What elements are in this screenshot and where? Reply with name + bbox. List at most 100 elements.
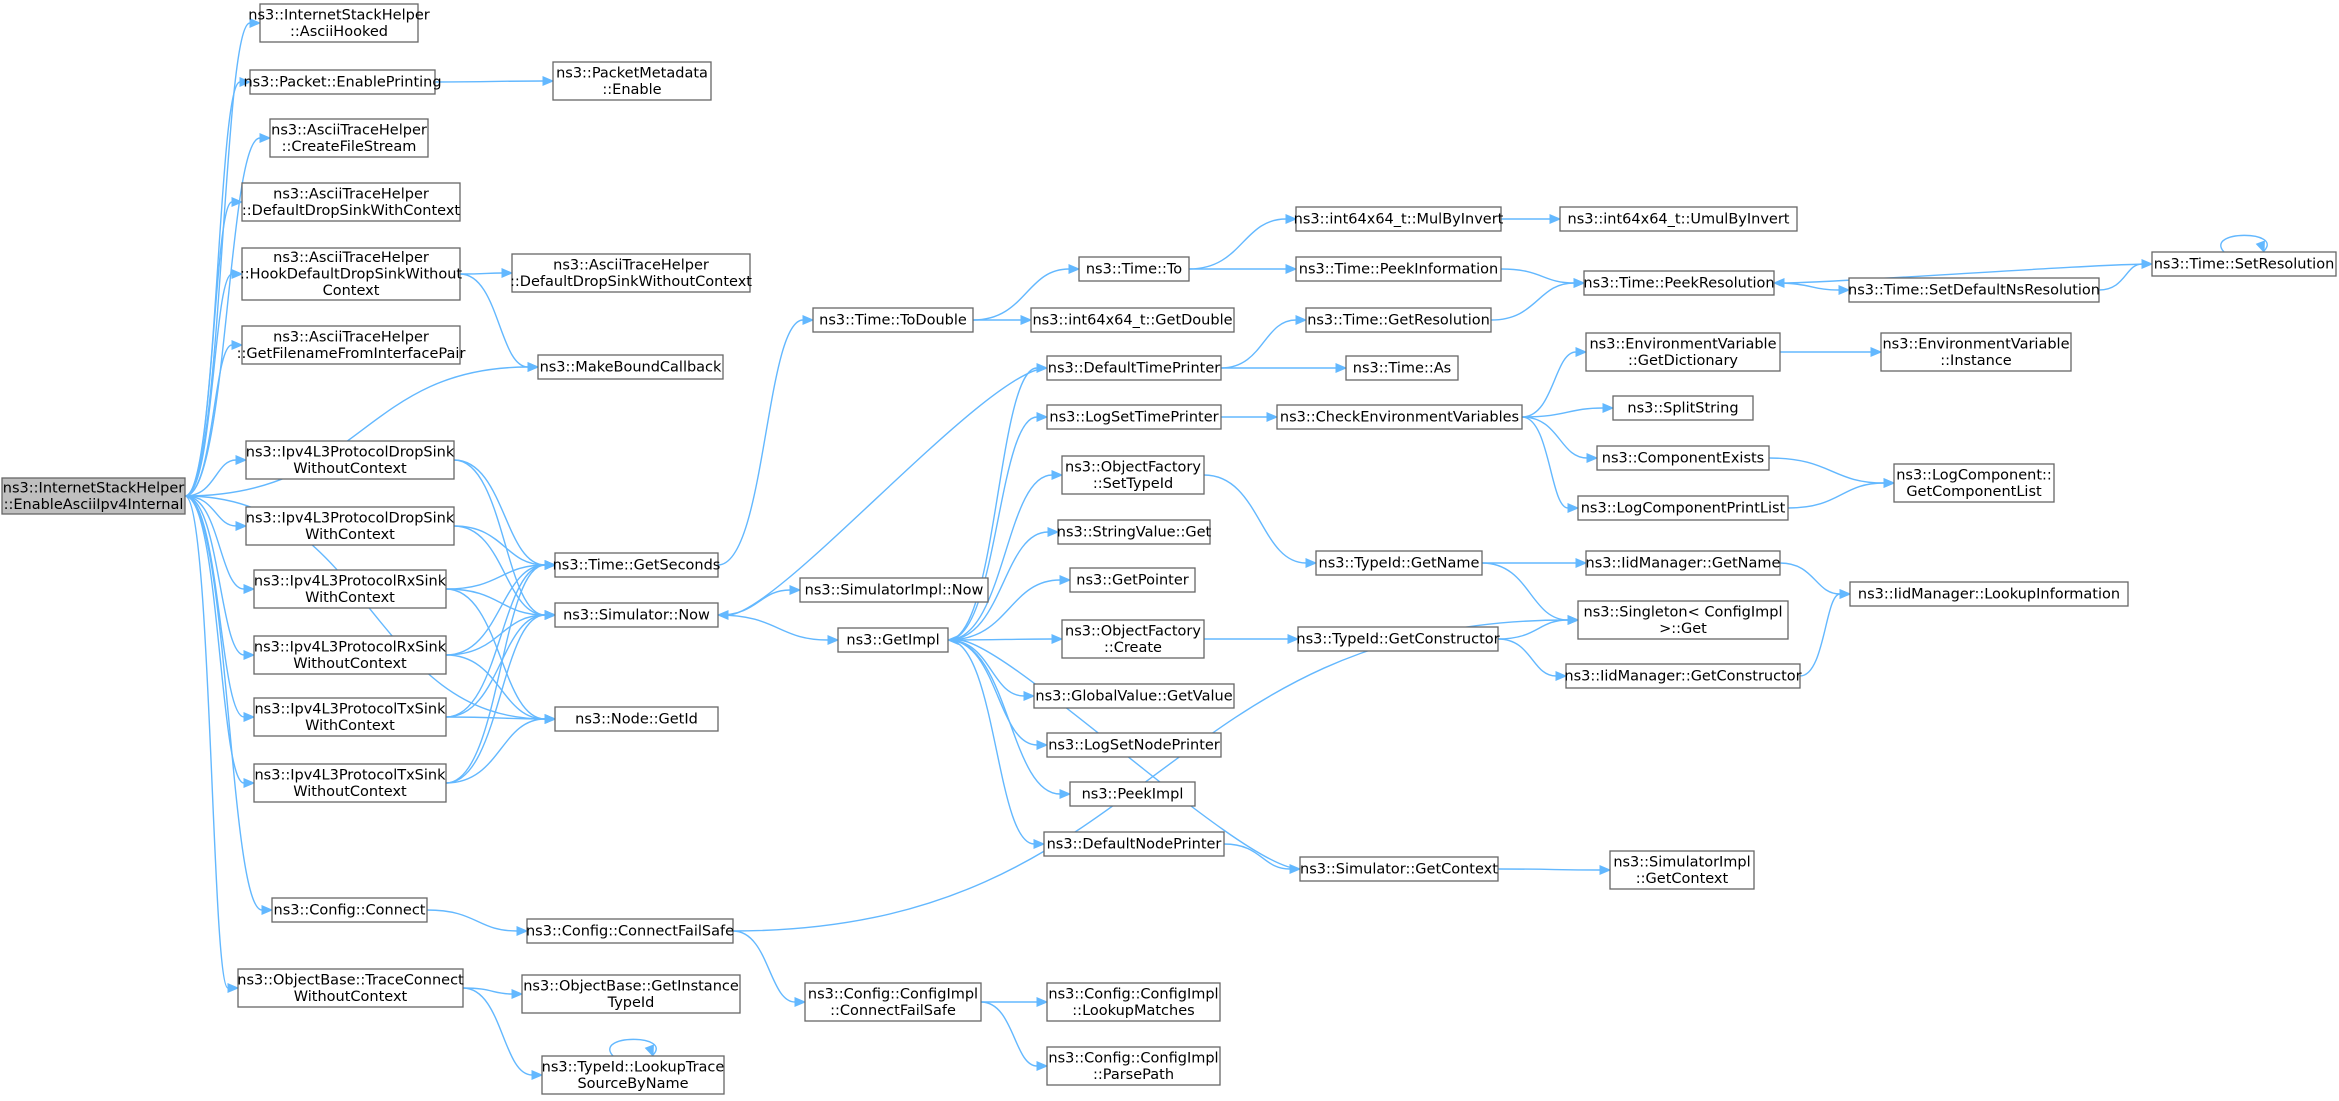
node-i64-umulbyinvert[interactable]: ns3::int64x64_t::UmulByInvert bbox=[1559, 206, 1798, 232]
edge-default_node_printer-to-sim_getcontext bbox=[1223, 843, 1302, 874]
node-box bbox=[237, 968, 464, 1008]
edge-root-to-trace_connect bbox=[184, 495, 240, 993]
node-getimpl[interactable]: ns3::GetImpl bbox=[837, 627, 949, 653]
node-time-to[interactable]: ns3::Time::To bbox=[1078, 256, 1190, 282]
node-box bbox=[1046, 404, 1222, 430]
node-label-line: ns3::MakeBoundCallback bbox=[540, 360, 722, 376]
node-objfactory-settid[interactable]: ns3::ObjectFactory::SetTypeId bbox=[1061, 455, 1205, 495]
node-label-line: ns3::AsciiTraceHelper bbox=[553, 257, 709, 273]
node-label-line: WithoutContext bbox=[293, 656, 407, 672]
edge-i64_mulbyinvert-to-i64_umulbyinvert bbox=[1500, 214, 1562, 224]
node-sim-now[interactable]: ns3::Simulator::Now bbox=[554, 602, 719, 628]
node-label-line: ns3::GetPointer bbox=[1076, 573, 1189, 589]
node-label-line: ::ParsePath bbox=[1093, 1067, 1174, 1083]
node-typeid-getctor[interactable]: ns3::TypeId::GetConstructor bbox=[1296, 626, 1500, 652]
node-globalvalue-getvalue[interactable]: ns3::GlobalValue::GetValue bbox=[1033, 683, 1235, 709]
node-log-set-time-printer[interactable]: ns3::LogSetTimePrinter bbox=[1046, 404, 1222, 430]
node-label-line: ns3::Ipv4L3ProtocolRxSink bbox=[254, 573, 447, 589]
node-label-line: ns3::Time::SetResolution bbox=[2154, 257, 2335, 273]
edge-root-to-ipv4_drop_noctx bbox=[184, 455, 248, 497]
node-iid-getname[interactable]: ns3::IidManager::GetName bbox=[1585, 550, 1781, 576]
node-pmeta-enable[interactable]: ns3::PacketMetadata::Enable bbox=[552, 61, 712, 101]
edge-getimpl-to-peekimpl bbox=[947, 639, 1072, 799]
node-box bbox=[804, 982, 982, 1022]
node-ipv4-drop-noctx[interactable]: ns3::Ipv4L3ProtocolDropSinkWithoutContex… bbox=[245, 440, 455, 480]
node-simimpl-now[interactable]: ns3::SimulatorImpl::Now bbox=[799, 577, 989, 603]
node-box bbox=[1893, 463, 2055, 503]
node-logcomp-getlist[interactable]: ns3::LogComponent::GetComponentList bbox=[1893, 463, 2055, 503]
node-box bbox=[2151, 251, 2337, 277]
node-box bbox=[1577, 600, 1789, 640]
node-default-drop-noctx[interactable]: ns3::AsciiTraceHelper::DefaultDropSinkWi… bbox=[510, 253, 752, 293]
node-time-getres[interactable]: ns3::Time::GetResolution bbox=[1305, 307, 1492, 333]
node-i64-getdouble[interactable]: ns3::int64x64_t::GetDouble bbox=[1030, 307, 1235, 333]
node-ascii-hooked[interactable]: ns3::InternetStackHelper::AsciiHooked bbox=[248, 3, 430, 43]
node-box bbox=[1078, 256, 1190, 282]
edge-typeid_getctor-to-singleton_get bbox=[1497, 615, 1580, 640]
node-hook-default-drop[interactable]: ns3::AsciiTraceHelper::HookDefaultDropSi… bbox=[240, 247, 462, 301]
node-node-getid[interactable]: ns3::Node::GetId bbox=[554, 706, 719, 732]
node-filename[interactable]: ns3::AsciiTraceHelper::GetFilenameFromIn… bbox=[237, 325, 466, 365]
node-default-node-printer[interactable]: ns3::DefaultNodePrinter bbox=[1043, 831, 1225, 857]
node-trace-connect[interactable]: ns3::ObjectBase::TraceConnectWithoutCont… bbox=[237, 968, 464, 1008]
node-time-as[interactable]: ns3::Time::As bbox=[1345, 355, 1459, 381]
node-label-line: ns3::int64x64_t::MulByInvert bbox=[1294, 212, 1504, 228]
node-time-setdefaultns[interactable]: ns3::Time::SetDefaultNsResolution bbox=[1848, 277, 2100, 303]
node-label-line: WithContext bbox=[305, 590, 395, 606]
edge-root-to-ipv4_rx_ctx bbox=[184, 495, 256, 594]
edge-getimpl-to-default_node_printer bbox=[947, 639, 1046, 849]
edge-getimpl-to-stringvalue_get bbox=[947, 527, 1060, 641]
node-label-line: ns3::Time::As bbox=[1353, 361, 1451, 377]
node-i64-mulbyinvert[interactable]: ns3::int64x64_t::MulByInvert bbox=[1294, 206, 1504, 232]
node-label-line: ns3::Ipv4L3ProtocolDropSink bbox=[246, 444, 455, 460]
node-label-line: ns3::LogSetTimePrinter bbox=[1049, 410, 1218, 426]
node-peekimpl[interactable]: ns3::PeekImpl bbox=[1069, 781, 1196, 807]
edge-ipv4_rx_noctx-to-sim_now bbox=[445, 610, 557, 656]
node-time-setres[interactable]: ns3::Time::SetResolution bbox=[2151, 251, 2337, 277]
node-iid-lookupinfo[interactable]: ns3::IidManager::LookupInformation bbox=[1849, 581, 2129, 607]
node-box bbox=[1295, 206, 1502, 232]
node-make-bound[interactable]: ns3::MakeBoundCallback bbox=[537, 354, 724, 380]
node-objfactory-create[interactable]: ns3::ObjectFactory::Create bbox=[1061, 619, 1205, 659]
node-cfgimpl-cfs[interactable]: ns3::Config::ConfigImpl::ConnectFailSafe bbox=[804, 982, 982, 1022]
node-env-getdict[interactable]: ns3::EnvironmentVariable::GetDictionary bbox=[1585, 332, 1781, 372]
node-singleton-get[interactable]: ns3::Singleton< ConfigImpl>::Get bbox=[1577, 600, 1789, 640]
node-cfgimpl-parse[interactable]: ns3::Config::ConfigImpl::ParsePath bbox=[1046, 1046, 1221, 1086]
node-default-time-printer[interactable]: ns3::DefaultTimePrinter bbox=[1046, 355, 1222, 381]
node-label-line: ::HookDefaultDropSinkWithout bbox=[240, 267, 462, 283]
node-iid-getctor[interactable]: ns3::IidManager::GetConstructor bbox=[1564, 663, 1802, 689]
edge-hook_default_drop-to-make_bound bbox=[459, 273, 540, 372]
node-typeid-getname[interactable]: ns3::TypeId::GetName bbox=[1315, 550, 1483, 576]
node-simimpl-getcontext[interactable]: ns3::SimulatorImpl::GetContext bbox=[1609, 850, 1755, 890]
node-env-instance[interactable]: ns3::EnvironmentVariable::Instance bbox=[1880, 332, 2072, 372]
node-getpointer[interactable]: ns3::GetPointer bbox=[1069, 567, 1196, 593]
node-default-drop-ctx[interactable]: ns3::AsciiTraceHelper::DefaultDropSinkWi… bbox=[241, 182, 461, 222]
node-time-peekinfo[interactable]: ns3::Time::PeekInformation bbox=[1295, 256, 1502, 282]
node-packet-enable[interactable]: ns3::Packet::EnablePrinting bbox=[243, 69, 442, 95]
node-root[interactable]: ns3::InternetStackHelper::EnableAsciiIpv… bbox=[1, 477, 186, 515]
node-logcomp-printlist[interactable]: ns3::LogComponentPrintList bbox=[1577, 495, 1789, 521]
node-time-peekres[interactable]: ns3::Time::PeekResolution bbox=[1583, 270, 1775, 296]
node-time-todouble[interactable]: ns3::Time::ToDouble bbox=[812, 307, 974, 333]
node-splitstring[interactable]: ns3::SplitString bbox=[1612, 395, 1754, 421]
node-box bbox=[511, 253, 751, 293]
edge-root-to-default_drop_ctx bbox=[184, 197, 244, 497]
node-check-env[interactable]: ns3::CheckEnvironmentVariables bbox=[1276, 404, 1523, 430]
node-time-getseconds[interactable]: ns3::Time::GetSeconds bbox=[553, 552, 721, 578]
node-cfgimpl-lookup[interactable]: ns3::Config::ConfigImpl::LookupMatches bbox=[1046, 982, 1221, 1022]
node-config-cfs[interactable]: ns3::Config::ConnectFailSafe bbox=[526, 918, 734, 944]
node-sim-getcontext[interactable]: ns3::Simulator::GetContext bbox=[1299, 856, 1499, 882]
node-stringvalue-get[interactable]: ns3::StringValue::Get bbox=[1057, 519, 1212, 545]
node-log-set-node-printer[interactable]: ns3::LogSetNodePrinter bbox=[1046, 732, 1222, 758]
node-create-fs[interactable]: ns3::AsciiTraceHelper::CreateFileStream bbox=[269, 118, 429, 158]
node-config-connect[interactable]: ns3::Config::Connect bbox=[271, 897, 428, 923]
node-label-line: ns3::Simulator::GetContext bbox=[1300, 862, 1498, 878]
node-component-exists[interactable]: ns3::ComponentExists bbox=[1596, 445, 1770, 471]
